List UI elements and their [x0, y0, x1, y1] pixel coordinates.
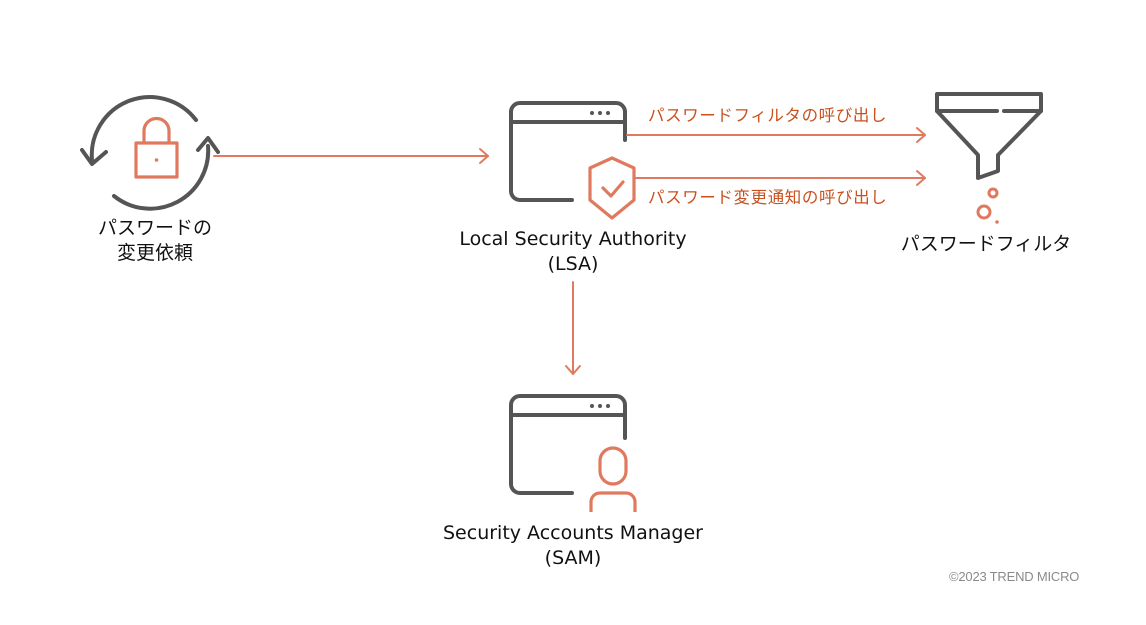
edge-password-change-to-lsa: [213, 148, 489, 164]
lock-refresh-icon: [80, 95, 220, 211]
node-label-line: 変更依頼: [116, 242, 193, 264]
funnel-dot-icon: [1005, 109, 1009, 113]
node-label-line: パスワードの: [97, 217, 212, 239]
window-user-icon: [509, 394, 637, 512]
node-label-line: Security Accounts Manager: [443, 522, 703, 544]
lock-icon: [134, 116, 179, 179]
node-label-line: (LSA): [547, 253, 599, 275]
funnel-icon: [935, 92, 1043, 224]
edge-lsa-to-filter-notify: [635, 170, 926, 186]
window-shield-check-icon: [509, 101, 636, 220]
edge-label-notify-call: パスワード変更通知の呼び出し: [648, 188, 888, 207]
user-icon: [589, 446, 637, 512]
node-label-line: パスワードフィルタ: [900, 233, 1072, 255]
window-icon: [509, 101, 627, 202]
edge-label-filter-call: パスワードフィルタの呼び出し: [648, 106, 888, 125]
node-label-sam: Security Accounts Manager (SAM): [403, 521, 743, 571]
node-label-lsa: Local Security Authority (LSA): [413, 227, 733, 277]
node-label-line: (SAM): [544, 547, 602, 569]
edge-lsa-to-filter-call: [626, 127, 926, 143]
node-label-password-change: パスワードの 変更依頼: [70, 216, 240, 266]
window-dots-icon: [590, 111, 610, 115]
node-label-password-filter: パスワードフィルタ: [876, 232, 1096, 257]
copyright-text: ©2023 TREND MICRO: [949, 569, 1080, 584]
node-label-line: Local Security Authority: [459, 228, 687, 250]
refresh-arrows-icon: [80, 95, 220, 211]
window-icon: [509, 394, 627, 495]
drops-icon: [976, 187, 999, 220]
shield-check-icon: [588, 156, 636, 220]
window-dots-icon: [590, 404, 610, 408]
edge-lsa-to-sam: [565, 281, 581, 375]
